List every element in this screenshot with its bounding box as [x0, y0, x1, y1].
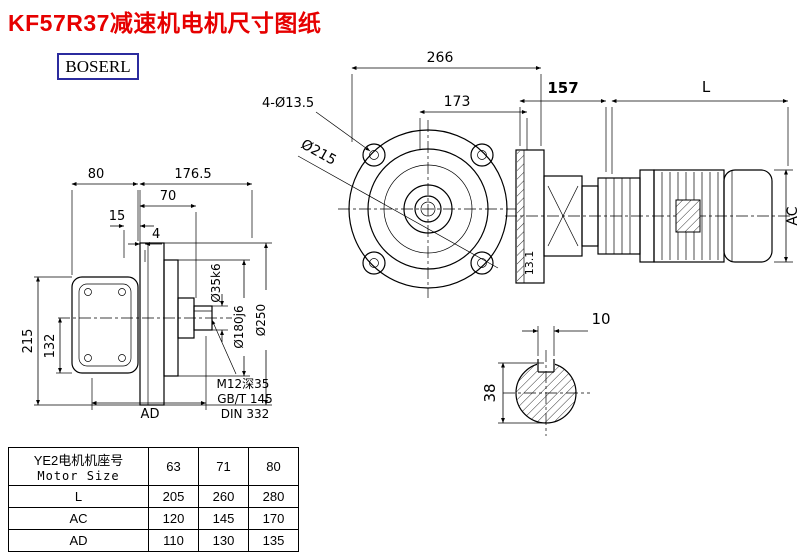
- tap-note-gbt: GB/T 145: [217, 392, 273, 406]
- output-flange: [139, 242, 165, 406]
- dim-L: L: [702, 78, 711, 96]
- center-hole: [420, 201, 436, 217]
- row-label-L: L: [8, 485, 149, 508]
- table-row-AC: AC 120 145 170: [8, 507, 299, 530]
- dim-215: 215: [21, 329, 36, 354]
- page-title: KF57R37减速机电机尺寸图纸: [8, 10, 322, 36]
- output-shaft: [193, 305, 213, 331]
- dim-80: 80: [88, 167, 105, 182]
- bore-circle: [414, 195, 442, 223]
- boserl-logo: BOSERL: [57, 53, 139, 80]
- table-cell: 130: [198, 529, 249, 552]
- motor-side-view: 13.1 157 L: [505, 78, 800, 284]
- dim-176-5: 176.5: [174, 167, 211, 182]
- shaft-cross-section: 10 38: [481, 310, 611, 436]
- spec-table: YE2电机机座号 Motor Size 63 71 80 L 205 260 2…: [8, 447, 299, 552]
- table-cell: 260: [198, 485, 249, 508]
- dim-shaft-section-dia: 38: [481, 383, 499, 402]
- bolt-hole: [369, 258, 379, 268]
- dim-flange-depth: 13.1: [523, 251, 536, 276]
- dim-AC: AC: [785, 206, 800, 225]
- front-view: Ø215 266 173 4-Ø13.5: [262, 50, 542, 298]
- tap-note-din: DIN 332: [221, 407, 269, 421]
- body-circle: [367, 148, 489, 270]
- tap-note-m12: M12深35: [217, 377, 270, 391]
- table-cell: 280: [248, 485, 299, 508]
- dim-bolt-holes: 4-Ø13.5: [262, 96, 314, 111]
- table-col-80: 80: [248, 447, 299, 486]
- flange-outer-circle: [348, 129, 508, 289]
- lug-bottom-right: [470, 251, 494, 275]
- table-row-L: L 205 260 280: [8, 485, 299, 508]
- row-label-AC: AC: [8, 507, 149, 530]
- dim-4: 4: [152, 227, 160, 242]
- bolt-hole: [477, 150, 487, 160]
- dim-157: 157: [547, 79, 578, 97]
- table-cell: 120: [148, 507, 199, 530]
- dim-flange-dia: Ø250: [254, 304, 268, 336]
- bolt-hole: [369, 150, 379, 160]
- fan-cover: [723, 169, 773, 263]
- dim-70: 70: [160, 189, 177, 204]
- motor-size-label-en: Motor Size: [37, 469, 120, 483]
- dim-266: 266: [427, 50, 454, 66]
- housing-bolt: [84, 354, 92, 362]
- lug-bottom-left: [362, 251, 386, 275]
- gear-housing: [71, 276, 139, 374]
- table-cell: 205: [148, 485, 199, 508]
- lug-top-right: [470, 143, 494, 167]
- dim-shaft-dia: Ø35k6: [209, 263, 223, 302]
- dim-132: 132: [43, 334, 58, 359]
- table-row-AD: AD 110 130 135: [8, 529, 299, 552]
- table-cell: 135: [248, 529, 299, 552]
- dim-AD: AD: [141, 407, 160, 422]
- motor-size-label-cn: YE2电机机座号: [33, 453, 124, 468]
- table-cell: 170: [248, 507, 299, 530]
- dim-173: 173: [444, 94, 471, 110]
- dim-bolt-circle: Ø215: [298, 137, 339, 169]
- table-cell: 145: [198, 507, 249, 530]
- hub-circle: [403, 184, 453, 234]
- dim-spigot-dia: Ø180j6: [232, 305, 246, 348]
- bolt-hole: [477, 258, 487, 268]
- table-col-63: 63: [148, 447, 199, 486]
- housing-bolt: [84, 288, 92, 296]
- dim-15: 15: [109, 209, 126, 224]
- housing-bolt: [118, 354, 126, 362]
- housing-bolt: [118, 288, 126, 296]
- lug-top-left: [362, 143, 386, 167]
- table-cell: 110: [148, 529, 199, 552]
- dim-key-width: 10: [591, 310, 610, 328]
- row-label-AD: AD: [8, 529, 149, 552]
- table-col-71: 71: [198, 447, 249, 486]
- table-header-motor-size: YE2电机机座号 Motor Size: [8, 447, 149, 486]
- gearbox-side-view: 80 176.5 70 15 4 215 132 AD: [21, 167, 273, 422]
- inner-circle: [383, 164, 473, 254]
